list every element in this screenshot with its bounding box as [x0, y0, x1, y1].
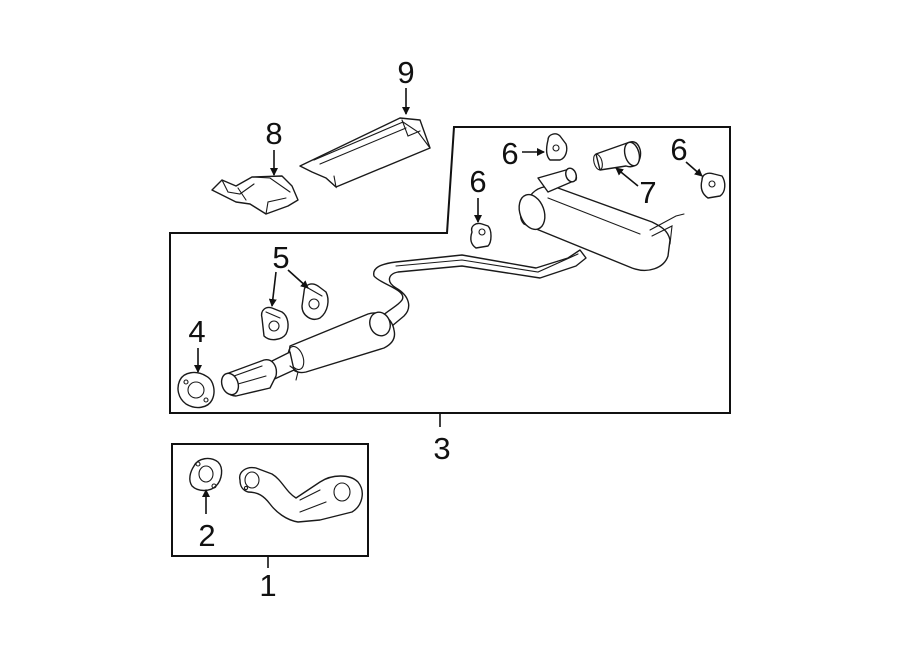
callout-3: 3	[433, 431, 450, 466]
insulator-part-right	[700, 172, 726, 199]
exhaust-hanger-part	[260, 306, 289, 341]
callout-5: 5	[272, 240, 289, 275]
callout-7-arrow	[615, 167, 639, 187]
exhaust-tip-part	[593, 141, 642, 171]
callout-5-arrow-b	[287, 269, 309, 289]
heat-shield-lower-part	[211, 175, 299, 215]
lower-gasket-part	[189, 457, 223, 492]
callout-4: 4	[188, 314, 205, 349]
front-pipe-converter-part	[239, 466, 363, 523]
exhaust-hanger-part-2	[301, 283, 329, 320]
callout-6-left: 6	[469, 164, 486, 199]
callout-6-top: 6	[501, 136, 518, 171]
insulator-part-top	[545, 133, 568, 161]
flange-gasket-part	[177, 371, 215, 409]
front-resonator-part	[220, 311, 396, 397]
exhaust-pipe-part	[373, 249, 587, 327]
callout-5-arrow-a	[268, 271, 277, 307]
heat-shield-upper-part	[299, 117, 431, 189]
callout-6-right: 6	[670, 132, 687, 167]
assembly-3-frame	[169, 126, 731, 414]
callout-6c-arrow	[685, 161, 703, 177]
insulator-part-left	[470, 222, 492, 249]
callout-2: 2	[198, 518, 215, 553]
callout-1: 1	[259, 568, 276, 603]
callout-9: 9	[397, 55, 414, 90]
assembly-1-frame	[171, 443, 369, 557]
callout-8: 8	[265, 116, 282, 151]
rear-muffler-part	[518, 167, 685, 272]
callout-7: 7	[639, 175, 656, 210]
